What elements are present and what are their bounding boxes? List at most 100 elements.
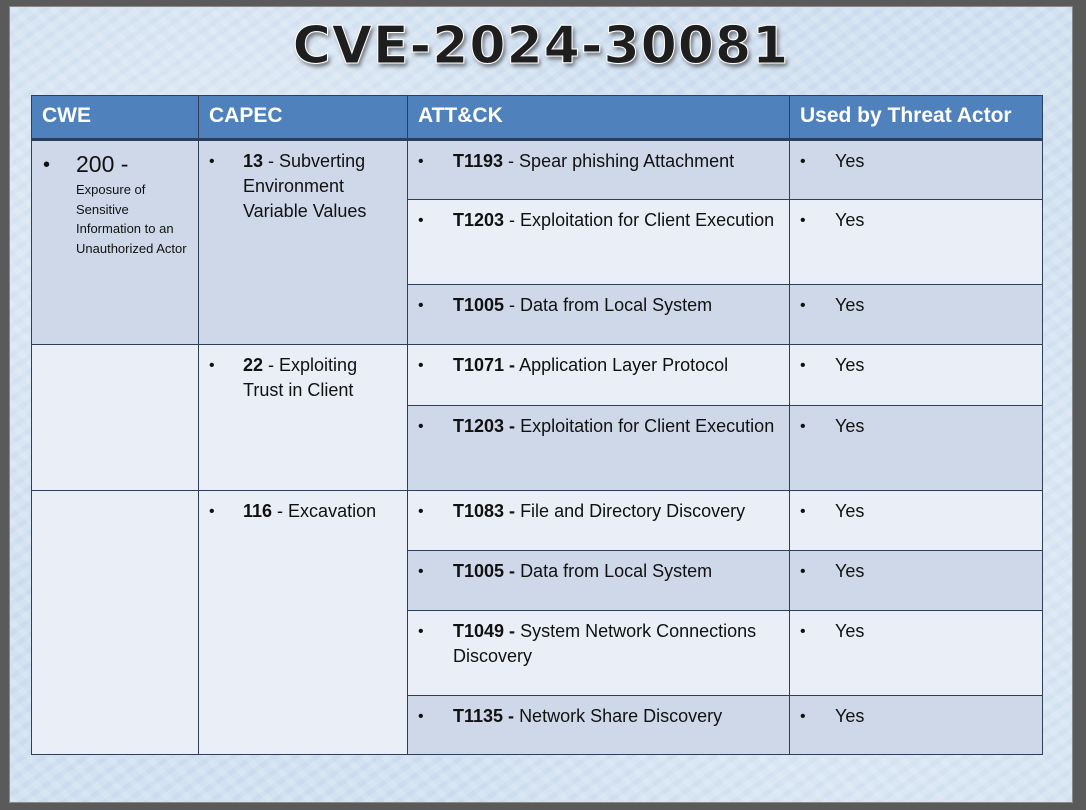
capec-id: 116 — [243, 501, 273, 521]
used-value: Yes — [835, 295, 865, 315]
bullet-icon: • — [418, 212, 424, 229]
table-row: • 116 - Excavation • T1083 - File and Dire… — [31, 490, 1043, 755]
bullet-icon: • — [800, 563, 806, 580]
used-item: • Yes — [791, 407, 1041, 439]
used-cell: •Yes — [789, 695, 1043, 755]
used-value: Yes — [835, 621, 865, 641]
bullet-icon: • — [418, 153, 424, 170]
used-item: • Yes — [791, 552, 1041, 584]
table-row: • T1135 - Network Share Discovery •Yes — [32, 695, 1043, 755]
technique-name: Spear phishing Attachment — [519, 151, 735, 171]
mapping-table: CWE CAPEC ATT&CK Used by Threat Actor • … — [31, 95, 1043, 755]
technique-name: System Network Connections Discovery — [453, 621, 757, 666]
used-cell: • Yes — [789, 490, 1043, 551]
technique-sep: - — [503, 151, 520, 171]
capec-item: • 116 - Excavation — [200, 492, 406, 524]
attack-cell: • T1203 - Exploitation for Client Executi… — [407, 199, 790, 285]
technique-id: T1049 - — [453, 621, 516, 641]
bullet-icon: • — [800, 623, 806, 640]
cwe-item: • 200 - Exposure of Sensitive Informatio… — [33, 142, 197, 258]
capec-name: Excavation — [288, 501, 377, 521]
attack-cell: •T1005 - Data from Local System — [407, 550, 790, 611]
technique-id: T1005 - — [453, 561, 516, 581]
cwe-cell-empty — [31, 344, 199, 491]
attack-cell: • T1083 - File and Directory Discovery — [407, 490, 790, 551]
used-value: Yes — [835, 416, 865, 436]
bullet-icon: • — [800, 212, 806, 229]
attack-item: •T1203 - Exploitation for Client Executi… — [409, 407, 788, 439]
technique-id: T1203 — [453, 210, 505, 230]
attack-cell: • T1005 - Data from Local System — [407, 284, 790, 345]
technique-name: File and Directory Discovery — [520, 501, 746, 521]
technique-id: T1005 — [453, 295, 505, 315]
bullet-icon: • — [209, 503, 215, 520]
bullet-icon: • — [418, 708, 424, 725]
attack-cell: • T1193 - Spear phishing Attachment — [407, 139, 790, 200]
technique-name: Exploitation for Client Execution — [520, 416, 775, 436]
attack-cell: •T1203 - Exploitation for Client Executi… — [407, 405, 790, 491]
used-value: Yes — [835, 501, 865, 521]
table-row: •22 - Exploiting Trust in Client • T1071 … — [31, 344, 1043, 491]
used-cell: • Yes — [789, 199, 1043, 285]
attack-item: • T1193 - Spear phishing Attachment — [409, 142, 788, 174]
used-cell: •Yes — [789, 284, 1043, 345]
slide: CVE-2024-30081 CWE CAPEC ATT&CK Used by … — [10, 7, 1072, 802]
bullet-icon: • — [800, 418, 806, 435]
table-row: • T1005 - Data from Local System •Yes — [32, 284, 1043, 345]
used-value: Yes — [835, 210, 865, 230]
cwe-cell: • 200 - Exposure of Sensitive Informatio… — [31, 139, 199, 345]
used-value: Yes — [835, 561, 865, 581]
bullet-icon: • — [418, 503, 424, 520]
capec-id: 13 — [243, 151, 264, 171]
table-row: • T1203 - Exploitation for Client Executi… — [32, 405, 1043, 491]
used-cell: •Yes — [789, 344, 1043, 406]
bullet-icon: • — [800, 503, 806, 520]
bullet-icon: • — [209, 357, 215, 374]
bullet-icon: • — [800, 708, 806, 725]
attack-cell: • T1049 - System Network Connections Disc… — [407, 610, 790, 696]
attack-item: • T1203 - Exploitation for Client Executi… — [409, 201, 788, 233]
header-used: Used by Threat Actor — [789, 95, 1043, 141]
technique-id: T1203 - — [453, 416, 516, 436]
used-item: • Yes — [791, 492, 1041, 524]
cwe-id: 200 - — [76, 151, 129, 177]
technique-sep: - — [504, 295, 521, 315]
attack-cell: •T1071 - Application Layer Protocol — [407, 344, 790, 406]
used-item: •Yes — [791, 346, 1041, 378]
technique-name: Network Share Discovery — [519, 706, 723, 726]
table-row: •T1005 - Data from Local System •Yes — [32, 550, 1043, 611]
capec-name: Exploiting Trust in Client — [243, 355, 358, 400]
attack-item: •T1071 - Application Layer Protocol — [409, 346, 788, 378]
attack-item: • T1083 - File and Directory Discovery — [409, 492, 788, 524]
capec-cell: •13 - Subverting Environment Variable Va… — [198, 139, 408, 345]
capec-sep: - — [263, 355, 280, 375]
used-cell: • Yes — [789, 610, 1043, 696]
bullet-icon: • — [418, 563, 424, 580]
used-item: • Yes — [791, 612, 1041, 644]
technique-id: T1135 - — [453, 706, 515, 726]
technique-sep: - — [504, 210, 521, 230]
technique-id: T1193 — [453, 151, 504, 171]
page-title: CVE-2024-30081 — [292, 16, 790, 77]
technique-name: Exploitation for Client Execution — [520, 210, 775, 230]
technique-name: Data from Local System — [520, 295, 713, 315]
bullet-icon: • — [209, 153, 215, 170]
table-row: • T1203 - Exploitation for Client Executi… — [32, 199, 1043, 285]
capec-sep: - — [272, 501, 289, 521]
technique-id: T1083 - — [453, 501, 516, 521]
technique-id: T1071 - — [453, 355, 516, 375]
used-cell: •Yes — [789, 139, 1043, 200]
attack-item: • T1005 - Data from Local System — [409, 286, 788, 318]
attack-cell: • T1135 - Network Share Discovery — [407, 695, 790, 755]
bullet-icon: • — [418, 297, 424, 314]
used-item: •Yes — [791, 697, 1041, 729]
capec-item: •22 - Exploiting Trust in Client — [200, 346, 406, 403]
bullet-icon: • — [800, 357, 806, 374]
used-item: •Yes — [791, 142, 1041, 174]
table-header-row: CWE CAPEC ATT&CK Used by Threat Actor — [31, 95, 1043, 141]
bullet-icon: • — [418, 623, 424, 640]
capec-item: •13 - Subverting Environment Variable Va… — [200, 142, 406, 224]
capec-sep: - — [263, 151, 280, 171]
capec-cell: • 116 - Excavation — [198, 490, 408, 755]
bullet-icon: • — [418, 357, 424, 374]
